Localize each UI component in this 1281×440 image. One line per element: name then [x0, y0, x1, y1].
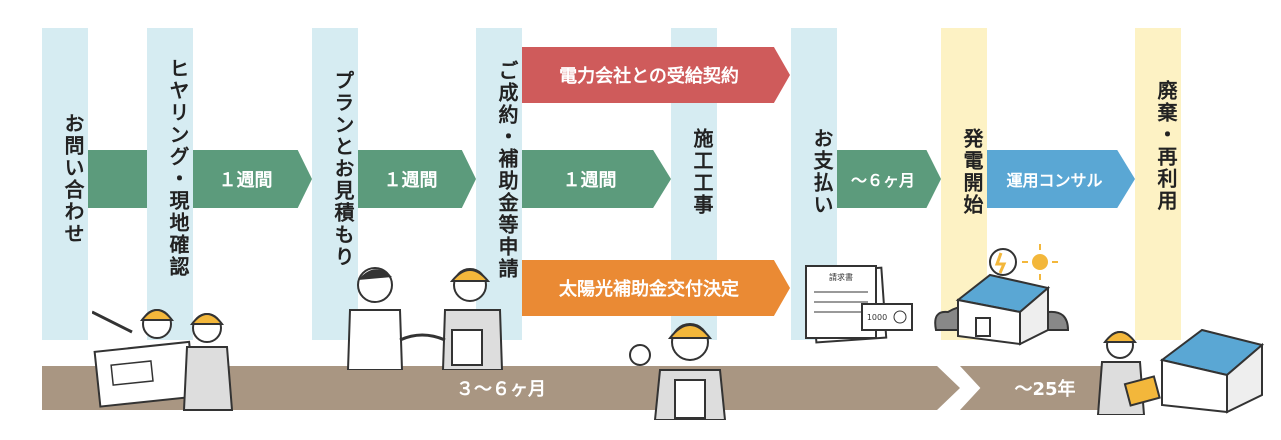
timeline-phase2-label: ～25年	[1014, 379, 1076, 400]
arrow-week3	[522, 150, 671, 208]
arrow-power-contract-label: 電力会社との受給契約	[559, 66, 739, 87]
worker-ok-illustration	[629, 323, 727, 420]
connector-bar	[88, 150, 147, 208]
arrow-operation-label: 運用コンサル	[1006, 171, 1103, 190]
arrow-week1-label: １週間	[218, 170, 273, 191]
maintenance-worker-illustration	[1096, 328, 1265, 415]
invoice-label: 請求書	[829, 272, 853, 282]
step-power-start-label: 発電開始	[960, 128, 984, 216]
step-plan: プランとお見積もり	[312, 28, 358, 340]
arrow-operation	[987, 150, 1135, 208]
arrow-to-6-months	[837, 150, 941, 208]
bill-label: 1000	[867, 313, 887, 322]
arrow-week2	[358, 150, 476, 208]
arrow-week1	[193, 150, 312, 208]
timeline-phase1-label: ３～６ヶ月	[456, 379, 546, 400]
step-disposal-label: 廃棄・再利用	[1154, 80, 1178, 212]
step-inquiry: お問い合わせ	[42, 28, 88, 340]
handshake-illustration	[346, 267, 504, 370]
step-inquiry-label: お問い合わせ	[61, 113, 85, 245]
step-hearing: ヒヤリング・現地確認	[147, 28, 193, 340]
workers-site-survey-illustration	[92, 309, 234, 411]
arrow-subsidy-decision-label: 太陽光補助金交付決定	[559, 279, 739, 300]
step-payment-label: お支払い	[810, 128, 834, 216]
arrow-week2-label: １週間	[383, 170, 438, 191]
step-construction-label: 施工工事	[690, 128, 714, 216]
arrow-power-contract: 電力会社との受給契約	[522, 47, 790, 103]
step-disposal: 廃棄・再利用	[1135, 28, 1181, 340]
step-contract-label: ご成約・補助金等申請	[495, 60, 519, 280]
arrow-to-6-months-label: ～６ヶ月	[850, 171, 915, 190]
solar-house-illustration	[934, 244, 1070, 346]
step-plan-label: プランとお見積もり	[331, 70, 355, 268]
step-hearing-label: ヒヤリング・現地確認	[166, 58, 190, 278]
invoice-illustration: 請求書 1000	[805, 265, 913, 344]
arrow-week3-label: １週間	[562, 170, 617, 191]
arrow-subsidy-decision: 太陽光補助金交付決定	[522, 260, 790, 316]
